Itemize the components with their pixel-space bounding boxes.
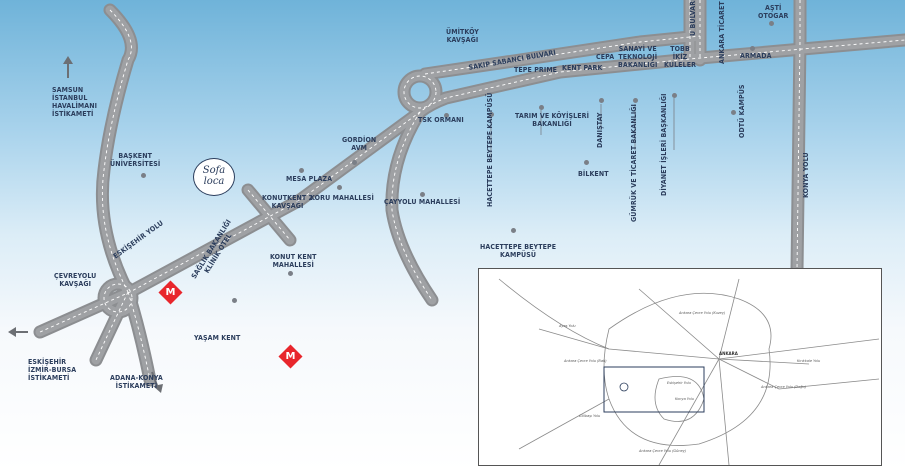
kentpark-label: KENT PARK [562,64,603,72]
marker-dot [420,192,425,197]
asti-label: AŞTİ OTOGAR [758,4,789,20]
sanayi-label: SANAYİ VE TEKNOLOJİ BAKANLIĞI [618,45,658,69]
tarim-label: TARIM VE KÖYİŞLERİ BAKANLIĞI [515,112,590,128]
overview-inset-map: Ankara Çevre Yolu (Kuzey) Ayaş Yolu ANKA… [478,268,882,466]
inset-label: Konya Yolu [675,397,694,401]
marker-dot [672,93,677,98]
hacettepe-kampus-vertical-label: HACETTEPE BEYTEPE KAMPÜSÜ [486,92,494,207]
samsun-direction-label: SAMSUN İSTANBUL HAVALİMANI İSTİKAMETİ [52,86,98,118]
marker-dot [584,160,589,165]
metro-icon: M [158,280,183,305]
marker-dot [750,46,755,51]
baskent-label: BAŞKENT ÜNİVERSİTESİ [110,152,161,168]
inset-roads [498,278,880,465]
bilkent-label: BİLKENT [578,170,609,178]
yasamkent-label: YAŞAM KENT [194,334,241,342]
marker-dot [352,160,357,165]
tepe-prime-label: TEPE PRIME [514,66,558,74]
eskisehir-direction-label: ESKİŞEHİR İZMİR-BURSA İSTİKAMETİ [28,358,77,382]
odtu-label: ODTÜ KAMPÜS [738,84,746,138]
marker-dot [444,113,449,118]
danistay-label: DANIŞTAY [596,112,604,148]
marker-dot [489,112,494,117]
gordion-label: GORDİON AVM [342,136,377,152]
armada-label: ARMADA [740,52,772,60]
adana-direction-label: ADANA-KONYA İSTİKAMETİ [110,374,163,390]
marker-dot [599,98,604,103]
inset-label: Ayaş Yolu [559,324,576,328]
marker-dot [232,298,237,303]
tobb-label: TOBB İKİZ KULELER [664,45,697,69]
inset-city-label: ANKARA [719,351,738,356]
marker-dot [769,21,774,26]
ankara-ticaret-label: ANKARA TİCARET OD [718,0,726,64]
metro-icon: M [278,344,303,369]
cepa-label: CEPA [596,53,615,61]
inset-label: Ankara Çevre Yolu (Güney) [639,449,687,453]
inset-label: Ankara Çevre Yolu (Batı) [564,359,607,363]
konutkent-mah-label: KONUT KENT MAHALLESİ [270,253,317,269]
cayyolu-label: ÇAYYOLU MAHALLESİ [384,198,461,206]
bulvar-label: U BULVARI [689,0,697,36]
marker-dot [511,228,516,233]
koru-label: KORU MAHALLESİ [310,194,374,202]
marker-dot [633,98,638,103]
gumruk-label: GÜMRÜK VE TİCARET BAKANLIĞI [630,104,638,222]
inset-label: Kırıkkale Yolu [797,359,821,363]
umitkoy-label: ÜMİTKÖY KAVŞAĞI [446,28,479,44]
konya-yolu-label: KONYA YOLU [802,152,810,198]
marker-dot [288,271,293,276]
marker-dot [337,185,342,190]
tsk-label: TSK ORMANI [418,116,464,124]
inset-label: Ankara Çevre Yolu (Kuzey) [679,311,726,315]
mesa-label: MESA PLAZA [286,175,333,183]
cevreyolu-label: ÇEVREYOLU KAVŞAĞI [54,272,97,288]
hacettepe-label: HACETTEPE BEYTEPE KAMPÜSÜ [480,243,557,259]
marker-dot [141,173,146,178]
sofa-loca-logo: Sofa loca [193,158,235,196]
inset-label: Ankara Çevre Yolu (Doğu) [761,385,807,389]
marker-dot [539,105,544,110]
inset-label: Eskişehir Yolu [667,381,691,385]
konutkent2-label: KONUTKENT 2 KAVŞAĞI [262,194,314,210]
diyanet-label: DİYANET İŞLERİ BAŞKANLIĞI [660,93,668,196]
marker-dot [731,110,736,115]
inset-label: Gölbaşı Yolu [579,414,601,418]
marker-dot [299,168,304,173]
